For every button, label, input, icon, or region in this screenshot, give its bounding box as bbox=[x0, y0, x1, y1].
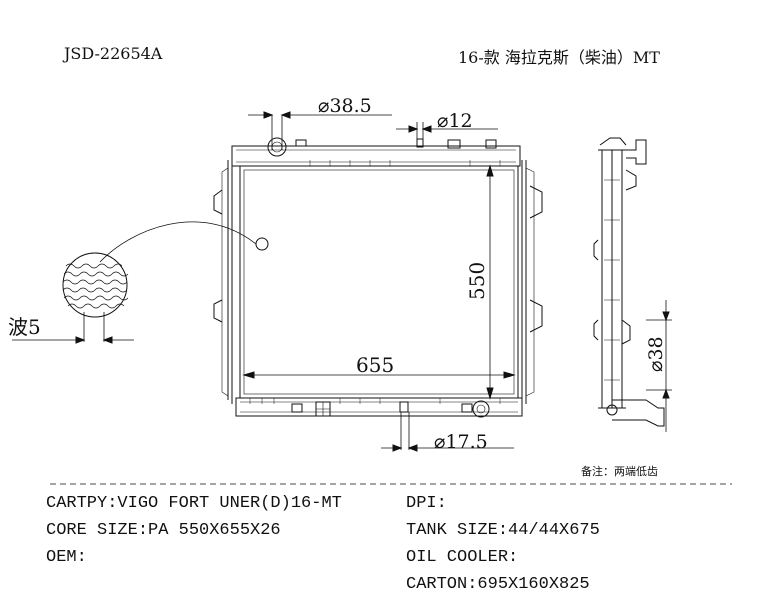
info-core-size: CORE SIZE:PA 550X655X26 bbox=[46, 521, 281, 540]
radiator-side-view bbox=[593, 137, 672, 432]
side-port-diameter-label: ⌀38 bbox=[645, 336, 667, 372]
info-vehicle: CARTPY:VIGO FORT UNER(D)16-MT bbox=[46, 494, 342, 513]
info-oil-cooler: OIL COOLER: bbox=[406, 548, 519, 567]
info-tank-size: TANK SIZE:44/44X675 bbox=[406, 521, 600, 540]
width-label: 655 bbox=[356, 353, 394, 377]
fin-detail bbox=[12, 221, 269, 344]
small-port-diameter-label: ⌀12 bbox=[437, 110, 473, 132]
height-label: 550 bbox=[465, 262, 489, 300]
note-label: 备注：两端低齿 bbox=[581, 464, 658, 478]
radiator-front-view bbox=[213, 137, 543, 418]
info-oem: OEM: bbox=[46, 548, 87, 567]
model-title: 16-款 海拉克斯（柴油）MT bbox=[458, 48, 660, 67]
info-carton: CARTON:695X160X825 bbox=[406, 575, 590, 594]
part-number: JSD-22654A bbox=[64, 44, 163, 63]
inlet-diameter-label: ⌀38.5 bbox=[318, 95, 372, 117]
inlet-dimension bbox=[248, 111, 392, 150]
info-dpi: DPI: bbox=[406, 494, 447, 513]
outlet-diameter-label: ⌀17.5 bbox=[434, 431, 488, 453]
width-dimension bbox=[242, 371, 516, 379]
height-dimension bbox=[486, 164, 494, 400]
small-port-dimension bbox=[396, 122, 498, 140]
fin-wave-label: 波5 bbox=[8, 315, 41, 339]
outlet-dimension bbox=[381, 412, 514, 452]
